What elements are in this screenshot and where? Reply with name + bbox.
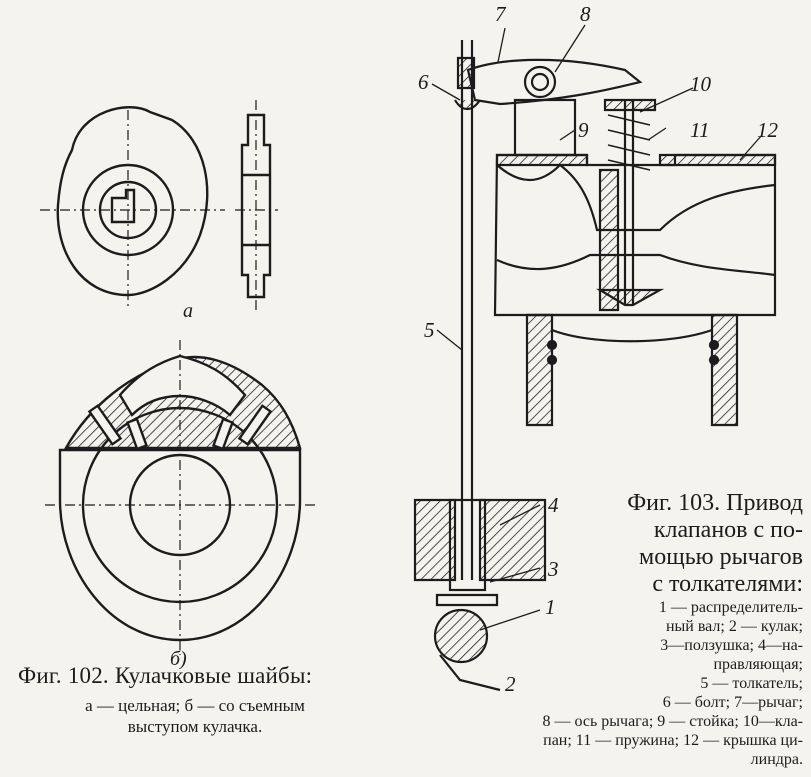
- figure-103-legend-line: линдра.: [750, 751, 803, 768]
- subfigure-label-b: б): [170, 648, 187, 670]
- figure-103-caption-line: мощью рычагов: [639, 544, 803, 570]
- figure-103-caption-line: с толкателями:: [652, 571, 803, 597]
- callout-4: 4: [548, 493, 559, 517]
- callout-5: 5: [424, 318, 435, 342]
- figure-103-legend: 1 — распределитель- ный вал; 2 — кулак; …: [398, 598, 803, 769]
- cam-disc-removable-lobe-drawing: [45, 340, 315, 655]
- figure-102-legend-line: а — цельная; б — со съемным: [85, 696, 305, 715]
- callout-2: 2: [505, 672, 516, 696]
- callout-7: 7: [495, 2, 506, 26]
- figure-103-legend-line: 3—ползушка; 4—на-: [660, 637, 803, 654]
- callout-8: 8: [580, 2, 591, 26]
- callout-11: 11: [690, 118, 710, 142]
- figure-102-legend: а — цельная; б — со съемным выступом кул…: [30, 695, 360, 737]
- figure-103-caption-line: клапанов с по-: [653, 517, 803, 543]
- figure-103-legend-line: 1 — распределитель-: [658, 599, 803, 616]
- subfigure-label-a: а: [183, 300, 193, 322]
- figure-102-caption: Фиг. 102. Кулачковые шайбы:: [18, 663, 313, 688]
- callout-1: 1: [545, 595, 556, 619]
- figure-103-legend-line: пан; 11 — пружина; 12 — крышка ци-: [543, 732, 803, 749]
- callout-12: 12: [757, 118, 778, 142]
- callout-6: 6: [418, 70, 429, 94]
- valve-drive-drawing: [413, 24, 777, 692]
- cam-disc-solid-drawing: [40, 100, 278, 310]
- figure-103-legend-line: 5 — толкатель;: [700, 675, 803, 692]
- figure-103-caption-line: Фиг. 103. Привод: [627, 490, 803, 516]
- figure-103-legend-line: 8 — ось рычага; 9 — стойка; 10—кла-: [542, 713, 803, 730]
- figure-103-caption: Фиг. 103. Привод клапанов с по- мощью ры…: [585, 490, 803, 598]
- figure-103-legend-line: ный вал; 2 — кулак;: [665, 618, 803, 635]
- figure-103-legend-line: правляющая;: [713, 656, 803, 673]
- callout-9: 9: [578, 118, 589, 142]
- callout-10: 10: [690, 72, 711, 96]
- callout-3: 3: [548, 557, 559, 581]
- figure-103-legend-line: 6 — болт; 7—рычаг;: [662, 694, 803, 711]
- figure-102-legend-line: выступом кулачка.: [127, 717, 263, 736]
